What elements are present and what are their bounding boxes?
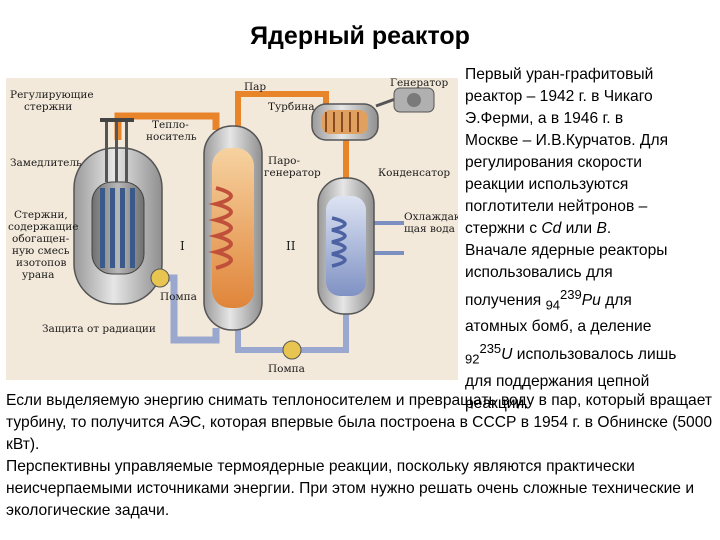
- side-line: Э.Ферми, а в 1946 г. в: [465, 110, 624, 127]
- label-zashchita: Защита от радиации: [42, 323, 156, 335]
- side-line: реактор – 1942 г. в Чикаго: [465, 88, 653, 105]
- side-line: стержни с Cd или B.: [465, 220, 612, 237]
- label-sterzhni-1: Стержни,: [14, 209, 68, 221]
- label-okhl-2: щая вода: [404, 223, 455, 235]
- side-line: использовались для: [465, 264, 613, 281]
- side-line: Первый уран-графитовый: [465, 66, 654, 83]
- side-line: реакции используются: [465, 176, 629, 193]
- side-line: Вначале ядерные реакторы: [465, 242, 668, 259]
- label-reguliruyushchie-1: Регулирующие: [10, 89, 94, 101]
- label-paro-2: генератор: [264, 167, 321, 179]
- label-kondensator: Конденсатор: [378, 167, 450, 179]
- side-line: для поддержания цепной: [465, 372, 650, 390]
- condenser: [317, 177, 375, 315]
- side-line: поглотители нейтронов –: [465, 198, 648, 215]
- steam-pipe: [235, 91, 329, 130]
- side-line: получения 94239Pu для: [465, 287, 632, 313]
- side-line: 92235U использовалось лишь: [465, 341, 677, 367]
- label-sterzhni-3: обогащен-: [12, 233, 70, 245]
- bottom-text: Если выделяемую энергию снимать теплонос…: [6, 390, 714, 522]
- bottom-paragraph-1: Если выделяемую энергию снимать теплонос…: [6, 392, 713, 453]
- label-teplo-2: носитель: [146, 131, 197, 143]
- label-loop-1: I: [180, 239, 185, 253]
- label-sterzhni-2: содержащие: [8, 221, 79, 233]
- page-title: Ядерный реактор: [250, 22, 470, 50]
- side-line: Москве – И.В.Курчатов. Для: [465, 132, 669, 149]
- side-line: реакции.: [465, 394, 529, 412]
- reactor-vessel: [73, 118, 163, 305]
- side-line: атомных бомб, а деление: [465, 318, 652, 336]
- label-okhl-1: Охлаждаю-: [404, 211, 458, 223]
- label-pompa-1: Помпа: [160, 291, 197, 303]
- label-sterzhni-5: изотопов: [16, 257, 66, 269]
- label-sterzhni-4: ную смесь: [12, 245, 70, 257]
- label-turbina: Турбина: [268, 101, 314, 113]
- turbine: [311, 103, 379, 141]
- label-reguliruyushchie-2: стержни: [24, 101, 72, 113]
- pump-secondary: [282, 340, 302, 360]
- pump-primary: [150, 268, 170, 288]
- side-line: регулирования скорости: [465, 154, 642, 171]
- label-teplo-1: Тепло-: [152, 119, 189, 131]
- label-paro-1: Паро-: [268, 155, 300, 167]
- nuclear-reactor-diagram: Пар Генератор Турбина Регулирующие стерж…: [6, 78, 458, 380]
- label-pompa-2: Помпа: [268, 363, 305, 375]
- label-loop-2: II: [286, 239, 296, 253]
- label-par: Пар: [244, 81, 266, 93]
- generator: [393, 87, 435, 113]
- steam-generator: [203, 125, 263, 331]
- label-generator: Генератор: [390, 78, 448, 89]
- label-sterzhni-6: урана: [22, 269, 54, 281]
- label-zamedlitel: Замедлитель: [10, 157, 82, 169]
- bottom-paragraph-2: Перспективны управляемые термоядерные ре…: [6, 458, 695, 519]
- side-text: Первый уран-графитовый реактор – 1942 г.…: [465, 64, 715, 415]
